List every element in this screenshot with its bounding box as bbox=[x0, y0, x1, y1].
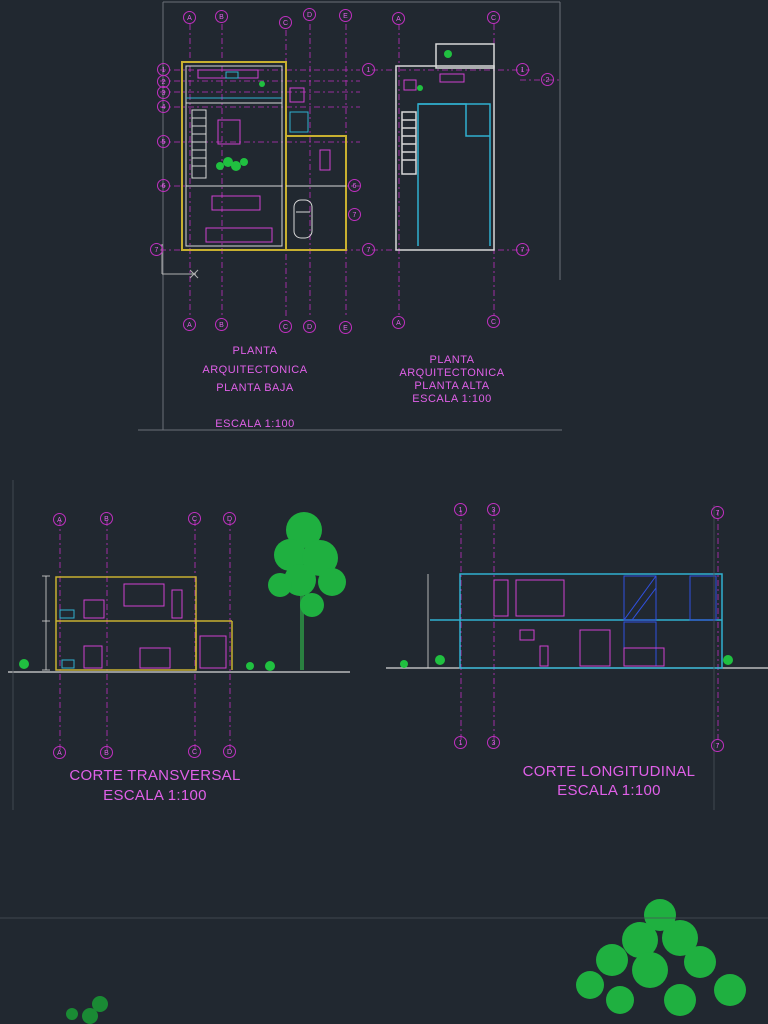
grid-bubble-icon: B bbox=[100, 746, 113, 759]
grid-bubble-icon: A bbox=[53, 746, 66, 759]
planta-alta-title-line3: PLANTA ALTA bbox=[414, 380, 490, 392]
tree-icon bbox=[268, 512, 346, 670]
grid-bubble-icon: D bbox=[303, 320, 316, 333]
grid-bubble-icon: 7 bbox=[711, 506, 724, 519]
planta-baja-plan[interactable] bbox=[160, 24, 360, 318]
grid-bubble-icon: D bbox=[303, 8, 316, 21]
grid-bubble-icon: 7 bbox=[711, 739, 724, 752]
grid-bubble-icon: 1 bbox=[454, 503, 467, 516]
grid-bubble-icon: 1 bbox=[516, 63, 529, 76]
plant-icon bbox=[216, 81, 265, 171]
planta-baja-title-line2: ARQUITECTONICA bbox=[202, 364, 308, 376]
grid-bubble-icon: 7 bbox=[150, 243, 163, 256]
grid-bubble-icon: C bbox=[279, 320, 292, 333]
grid-bubble-icon: 6 bbox=[348, 179, 361, 192]
corte-longitudinal-scale: ESCALA 1:100 bbox=[557, 782, 661, 799]
grid-bubble-icon: E bbox=[339, 9, 352, 22]
grid-bubble-icon: D bbox=[223, 512, 236, 525]
grid-bubble-icon: E bbox=[339, 321, 352, 334]
car-icon bbox=[293, 199, 313, 239]
grid-bubble-icon: 3 bbox=[487, 736, 500, 749]
corte-transversal-scale: ESCALA 1:100 bbox=[103, 787, 207, 804]
planta-alta-plan[interactable] bbox=[372, 24, 560, 318]
grid-bubble-icon: B bbox=[215, 10, 228, 23]
grid-bubble-icon: C bbox=[188, 512, 201, 525]
grid-bubble-icon: A bbox=[183, 11, 196, 24]
tree-icon bbox=[66, 996, 108, 1024]
grid-bubble-icon: C bbox=[487, 315, 500, 328]
grid-bubble-icon: A bbox=[53, 513, 66, 526]
grid-bubble-icon: 6 bbox=[157, 179, 170, 192]
planta-alta-title-line2: ARQUITECTONICA bbox=[399, 367, 505, 379]
grid-bubble-icon: B bbox=[215, 318, 228, 331]
tree-icon bbox=[576, 899, 746, 1016]
grid-bubble-icon: 2 bbox=[541, 73, 554, 86]
grid-bubble-icon: C bbox=[487, 11, 500, 24]
grid-bubble-icon: A bbox=[183, 318, 196, 331]
grid-bubble-icon: 3 bbox=[157, 86, 170, 99]
grid-bubble-icon: 4 bbox=[157, 100, 170, 113]
corte-transversal-title: CORTE TRANSVERSAL bbox=[69, 767, 241, 784]
grid-bubble-icon: 7 bbox=[348, 208, 361, 221]
planta-alta-scale: ESCALA 1:100 bbox=[412, 393, 492, 405]
grid-bubble-icon: 7 bbox=[362, 243, 375, 256]
grid-bubble-icon: 1 bbox=[454, 736, 467, 749]
grid-bubble-icon: 1 bbox=[362, 63, 375, 76]
grid-bubble-icon: A bbox=[392, 12, 405, 25]
section-sheet-frame bbox=[0, 480, 768, 919]
grid-bubble-icon: 5 bbox=[157, 135, 170, 148]
corte-longitudinal-title: CORTE LONGITUDINAL bbox=[522, 763, 696, 780]
grid-bubble-icon: 7 bbox=[516, 243, 529, 256]
grid-bubble-icon: B bbox=[100, 512, 113, 525]
corte-longitudinal-section[interactable] bbox=[386, 510, 768, 748]
planta-baja-scale: ESCALA 1:100 bbox=[215, 418, 295, 430]
planta-baja-title-line3: PLANTA BAJA bbox=[216, 382, 294, 394]
corte-transversal-section[interactable] bbox=[8, 512, 350, 750]
grid-bubble-icon: C bbox=[279, 16, 292, 29]
grid-bubble-icon: A bbox=[392, 316, 405, 329]
grid-bubble-icon: 3 bbox=[487, 503, 500, 516]
grid-bubble-icon: D bbox=[223, 745, 236, 758]
planta-baja-title-line1: PLANTA bbox=[232, 345, 278, 357]
planta-alta-title-line1: PLANTA bbox=[429, 354, 475, 366]
grid-bubble-icon: C bbox=[188, 745, 201, 758]
